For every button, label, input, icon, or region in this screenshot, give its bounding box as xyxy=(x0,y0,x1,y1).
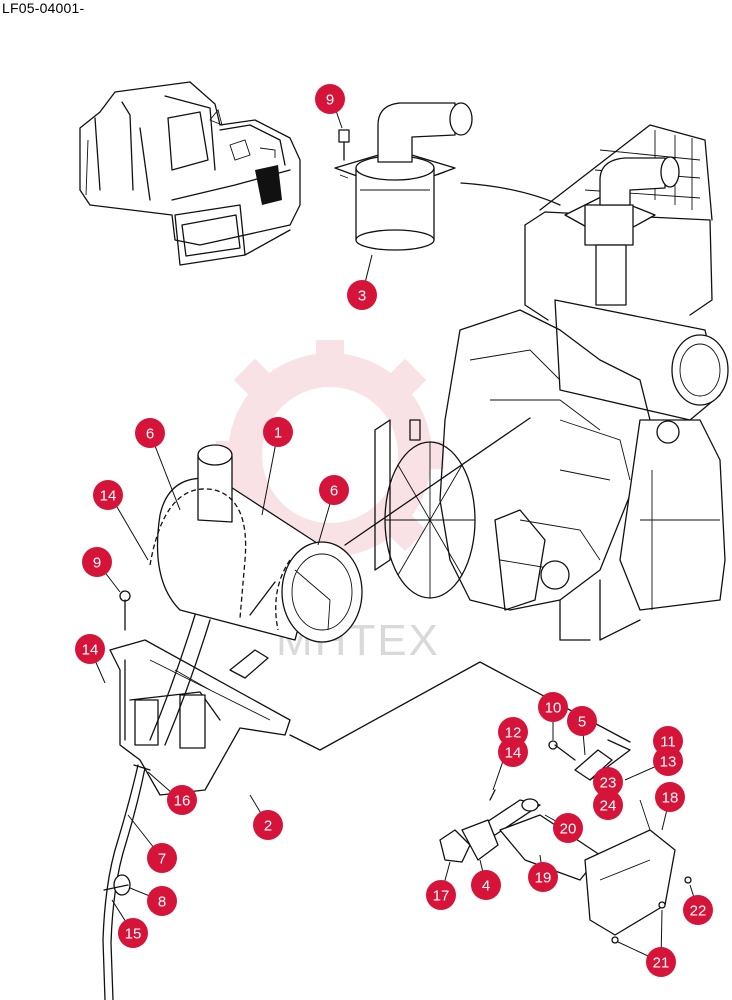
callout-label: 22 xyxy=(690,903,707,920)
callout-label: 13 xyxy=(660,754,677,771)
callout-label: 4 xyxy=(482,878,490,895)
callout-label: 9 xyxy=(93,555,101,572)
callout-label: 5 xyxy=(578,714,586,731)
callout-14: 14 xyxy=(93,480,123,510)
callout-9: 9 xyxy=(315,84,345,114)
callout-label: 18 xyxy=(662,790,679,807)
callout-7: 7 xyxy=(147,843,177,873)
callout-circle xyxy=(426,880,456,910)
main-air-cleaner xyxy=(109,444,631,796)
callout-16: 16 xyxy=(167,785,197,815)
callout-label: 6 xyxy=(146,426,154,443)
callout-label: 3 xyxy=(358,288,366,305)
callout-circle xyxy=(147,886,177,916)
callout-label: 17 xyxy=(433,888,450,905)
callout-label: 16 xyxy=(174,793,191,810)
diagram-code: LF05-04001- xyxy=(2,0,85,16)
callout-17: 17 xyxy=(426,880,456,910)
callout-label: 15 xyxy=(125,926,142,943)
callout-label: 24 xyxy=(600,798,617,815)
callout-3: 3 xyxy=(347,280,377,310)
callout-circle xyxy=(135,418,165,448)
callout-20: 20 xyxy=(553,813,583,843)
callout-circle xyxy=(167,785,197,815)
callout-15: 15 xyxy=(118,918,148,948)
callout-label: 20 xyxy=(560,821,577,838)
callout-label: 10 xyxy=(545,700,562,717)
callout-label: 2 xyxy=(264,818,272,835)
air-cleaner-detail xyxy=(334,102,561,251)
exhaust-pipe-detail xyxy=(439,739,692,944)
callout-circle xyxy=(593,767,623,797)
callout-5: 5 xyxy=(567,706,597,736)
callout-label: 1 xyxy=(274,425,282,442)
callout-1: 1 xyxy=(263,417,293,447)
watermark-logo xyxy=(216,340,444,570)
callout-circle xyxy=(646,947,676,977)
callout-label: 11 xyxy=(660,734,676,751)
callout-10: 10 xyxy=(538,692,568,722)
callout-13: 13 xyxy=(653,746,683,776)
callout-label: 8 xyxy=(158,894,166,911)
callout-circle xyxy=(319,475,349,505)
engine-assembly xyxy=(344,124,729,641)
callout-circle xyxy=(498,737,528,767)
callout-circle xyxy=(567,706,597,736)
callout-6: 6 xyxy=(135,418,165,448)
callout-2: 2 xyxy=(253,810,283,840)
callout-circle xyxy=(538,692,568,722)
callout-8: 8 xyxy=(147,886,177,916)
callout-markers: 9 3 6 1 14 6 9 14 16 2 7 8 15 10 12 14 5 11 13 23 24 18 20 19 4 1… xyxy=(75,84,713,977)
callout-label: 19 xyxy=(535,870,552,887)
callout-circle xyxy=(347,280,377,310)
callout-label: 7 xyxy=(158,851,166,868)
callout-9: 9 xyxy=(82,547,112,577)
callout-19: 19 xyxy=(528,862,558,892)
callout-21: 21 xyxy=(646,947,676,977)
callout-18: 18 xyxy=(655,782,685,812)
callout-circle xyxy=(82,547,112,577)
callout-label: 14 xyxy=(100,488,117,505)
callout-circle xyxy=(471,870,501,900)
callout-label: 6 xyxy=(330,483,338,500)
callout-label: 21 xyxy=(653,955,670,972)
callout-circle xyxy=(253,810,283,840)
callout-label: 14 xyxy=(505,745,522,762)
callout-label: 9 xyxy=(326,92,334,109)
callout-circle xyxy=(655,782,685,812)
callout-6: 6 xyxy=(319,475,349,505)
callout-circle xyxy=(75,634,105,664)
callout-circle xyxy=(653,746,683,776)
callout-circle xyxy=(593,790,623,820)
callout-circle xyxy=(315,84,345,114)
callout-22: 22 xyxy=(683,895,713,925)
callout-label: 12 xyxy=(505,725,522,742)
callout-circle xyxy=(263,417,293,447)
callout-circle xyxy=(93,480,123,510)
callout-24: 24 xyxy=(593,790,623,820)
drain-hose xyxy=(102,764,151,1000)
callout-23: 23 xyxy=(593,767,623,797)
callout-label: 23 xyxy=(600,775,617,792)
callout-14: 14 xyxy=(498,737,528,767)
callout-4: 4 xyxy=(471,870,501,900)
callout-circle xyxy=(553,813,583,843)
callout-14: 14 xyxy=(75,634,105,664)
callout-circle xyxy=(147,843,177,873)
callout-circle xyxy=(683,895,713,925)
excavator-illustration xyxy=(79,81,301,266)
callout-circle xyxy=(528,862,558,892)
callout-circle xyxy=(118,918,148,948)
callout-label: 14 xyxy=(82,642,99,659)
